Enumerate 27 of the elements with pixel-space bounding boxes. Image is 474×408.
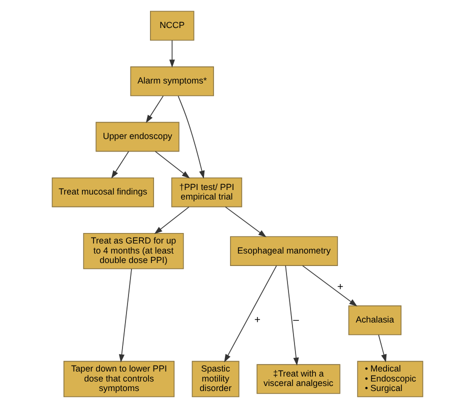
node-box: Treat mucosal findings xyxy=(51,177,154,208)
arrow xyxy=(177,96,204,179)
node-box: †PPI test/ PPI empirical trial xyxy=(170,177,242,208)
node-box: Spastic motility disorder xyxy=(191,360,239,398)
node-box: • Medical • Endoscopic • Surgical xyxy=(356,360,423,398)
arrow xyxy=(168,40,174,68)
node-box: Alarm symptoms* xyxy=(130,66,214,96)
arrow xyxy=(224,265,276,362)
node-box: ‡Treat with a visceral analgesic xyxy=(256,364,340,394)
node-box: Taper down to lower PPI dose that controls symptoms xyxy=(62,360,174,398)
arrow xyxy=(145,96,164,123)
edge-label: – xyxy=(292,315,298,326)
arrow xyxy=(110,151,129,179)
arrow xyxy=(118,268,132,362)
node-box: Upper endoscopy xyxy=(95,122,179,152)
node-box: NCCP xyxy=(149,10,194,41)
arrow xyxy=(302,265,357,306)
node-box: Achalasia xyxy=(348,305,401,336)
arrow xyxy=(284,265,298,366)
arrow xyxy=(154,151,190,178)
node-box: Esophageal manometry xyxy=(230,236,338,266)
arrow xyxy=(224,206,266,238)
node-box: Treat as GERD for up to 4 months (at least double dose PPI) xyxy=(82,232,184,270)
arrow xyxy=(378,334,386,362)
edge-label: + xyxy=(336,282,343,294)
edge-label: + xyxy=(254,315,260,326)
arrow xyxy=(154,206,189,234)
